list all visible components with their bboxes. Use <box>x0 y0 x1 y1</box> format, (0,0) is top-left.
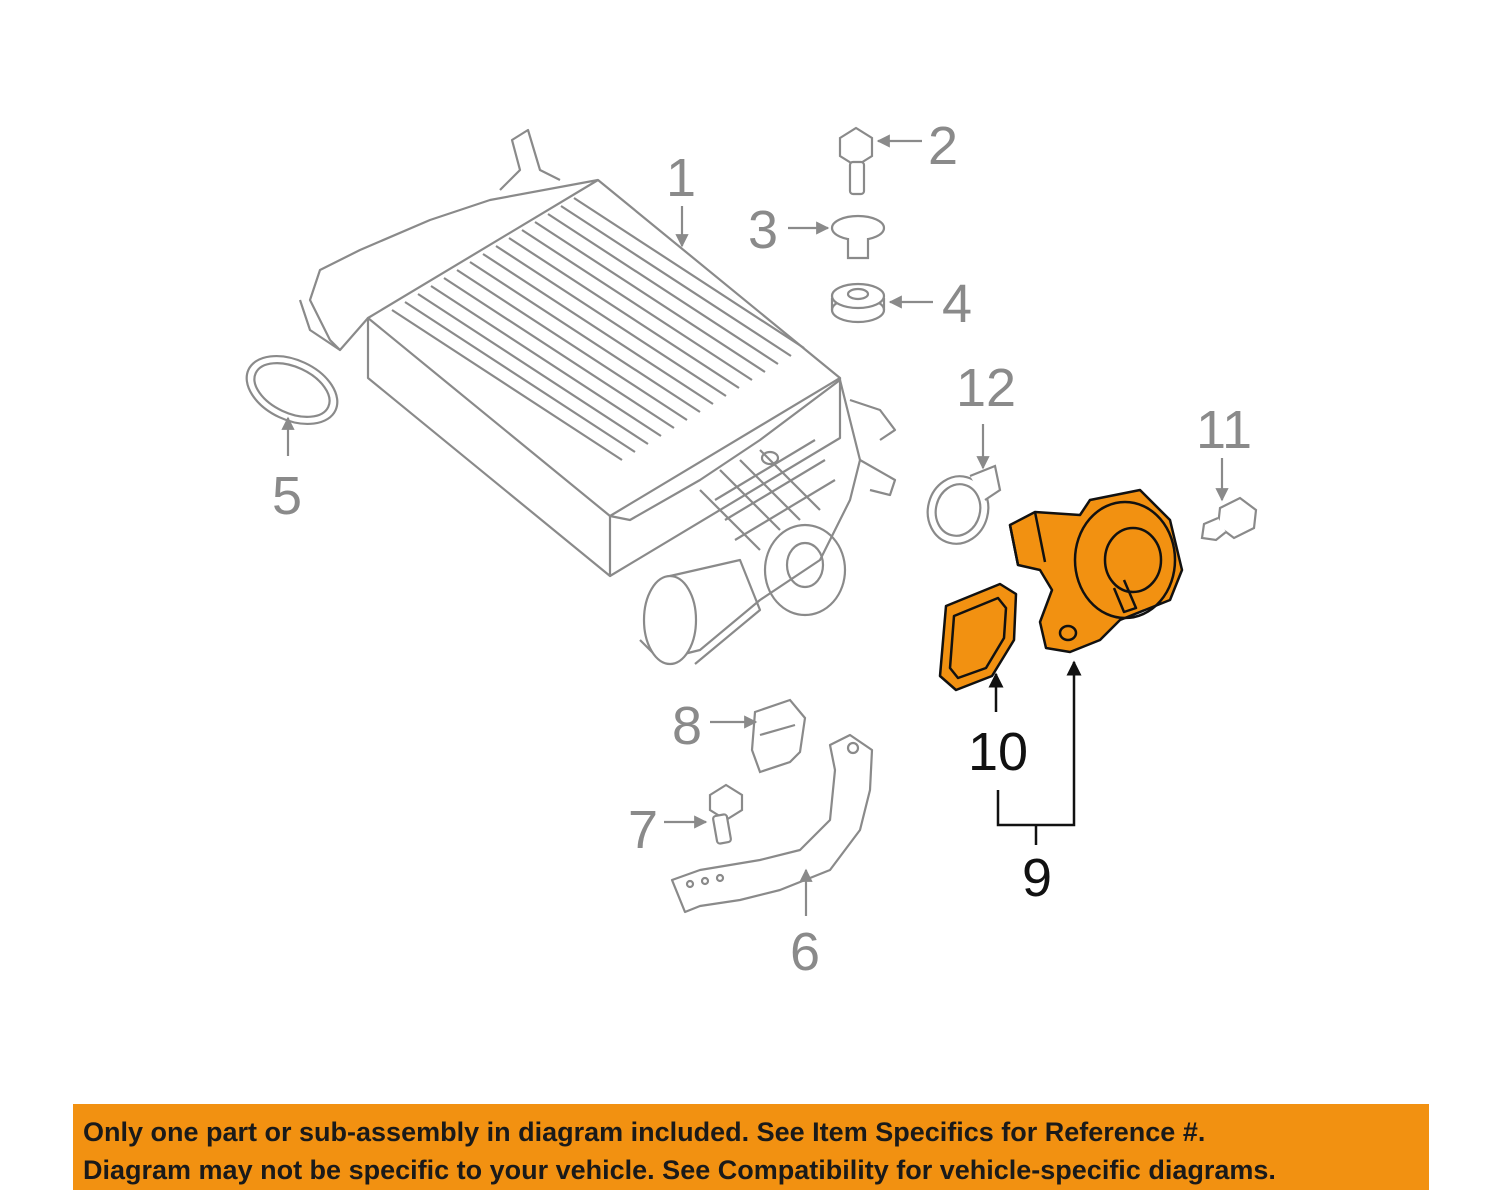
callout-6: 6 <box>790 922 820 982</box>
callout-12: 12 <box>956 358 1016 418</box>
bolt-part <box>838 126 874 196</box>
clip-part <box>750 698 807 774</box>
bolt-part <box>708 783 744 845</box>
bracket-part <box>670 733 874 914</box>
callout-2: 2 <box>928 116 958 176</box>
cap-part <box>830 214 886 260</box>
disclaimer-banner: Only one part or sub-assembly in diagram… <box>73 1104 1429 1190</box>
callout-3: 3 <box>748 200 778 260</box>
seal-ring-part <box>245 354 339 426</box>
disclaimer-line-2: Diagram may not be specific to your vehi… <box>83 1155 1276 1185</box>
callout-10: 10 <box>968 722 1028 782</box>
leader-lines-highlighted <box>988 660 1082 845</box>
callout-8: 8 <box>672 696 702 756</box>
hose-clamp-part <box>926 464 1002 545</box>
disclaimer-line-1: Only one part or sub-assembly in diagram… <box>83 1117 1206 1147</box>
grommet-part <box>830 282 886 324</box>
leader-lines <box>281 134 1229 916</box>
outlet-housing-part-highlighted <box>1008 488 1184 654</box>
callout-4: 4 <box>942 274 972 334</box>
callout-7: 7 <box>628 800 658 860</box>
parts-diagram: 1 2 3 4 5 6 7 8 9 10 11 12 <box>245 116 1258 982</box>
callout-9: 9 <box>1022 848 1052 908</box>
callout-11: 11 <box>1196 400 1252 460</box>
gasket-part-highlighted <box>938 582 1018 692</box>
callout-5: 5 <box>272 466 302 526</box>
bolt-part <box>1200 496 1258 542</box>
intercooler-part <box>298 128 897 666</box>
callout-1: 1 <box>666 148 696 208</box>
